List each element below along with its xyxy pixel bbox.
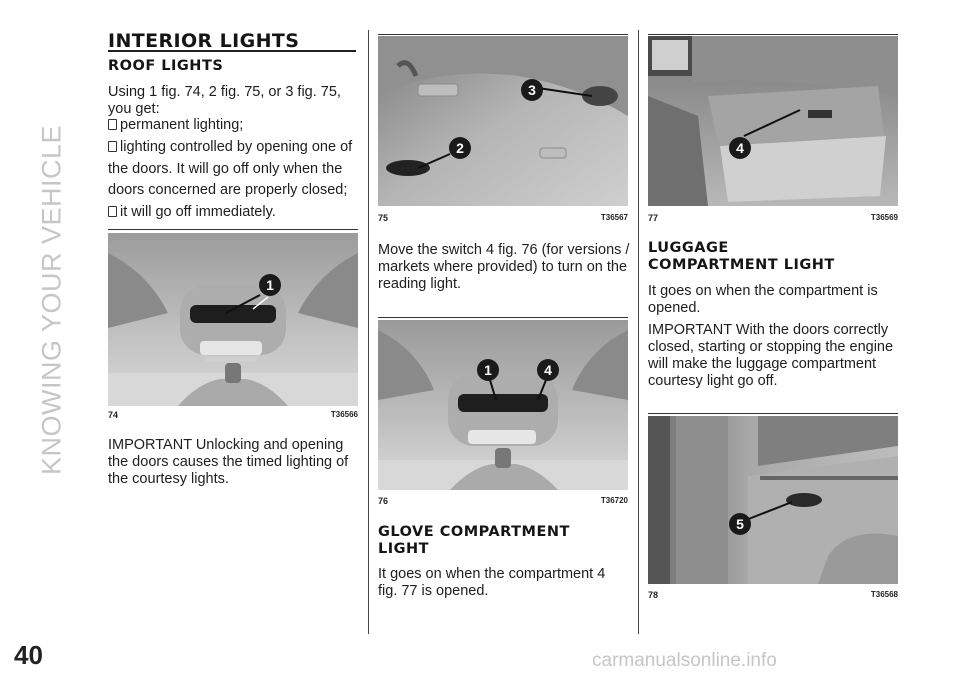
glove-text-line: fig. 77 is opened. — [378, 583, 489, 599]
page-number: 40 — [14, 640, 43, 670]
checkbox-bullet-icon — [108, 206, 117, 217]
callout-4: 4 — [544, 362, 552, 378]
bullet-continuation: the doors. It will go off only when the — [108, 161, 343, 177]
section-title-rule — [108, 50, 356, 52]
figure-top-rule — [378, 34, 628, 35]
roof-intro-line: you get: — [108, 101, 160, 117]
figure-number: 75 — [378, 213, 389, 223]
reading-light-line: reading light. — [378, 276, 462, 292]
figure-top-rule — [108, 229, 358, 230]
roof-lights-title: ROOF LIGHTS — [108, 58, 224, 74]
checkbox-bullet-icon — [108, 119, 117, 130]
callout-2: 2 — [456, 140, 464, 156]
checkbox-bullet-icon — [108, 141, 117, 152]
section-title: INTERIOR LIGHTS — [108, 30, 300, 52]
figure-number: 78 — [648, 590, 659, 600]
glove-title-line: GLOVE COMPARTMENT — [378, 524, 570, 540]
watermark: carmanualsonline.info — [592, 650, 777, 671]
roof-intro-line: Using 1 fig. 74, 2 fig. 75, or 3 fig. 75… — [108, 84, 341, 100]
callout-3: 3 — [528, 82, 536, 98]
figure-code: T36568 — [870, 590, 898, 599]
bullet-item: lighting controlled by opening one of — [108, 137, 352, 158]
figure-77-glove-compartment-photo: 4 — [648, 36, 898, 206]
important-note-line: IMPORTANT Unlocking and opening — [108, 437, 344, 453]
figure-number: 76 — [378, 496, 389, 506]
glove-title-line: LIGHT — [378, 541, 430, 557]
important-note-line: the courtesy lights. — [108, 471, 229, 487]
column-separator — [368, 30, 369, 634]
bullet-continuation: doors concerned are properly closed; — [108, 182, 348, 198]
figure-code: T36567 — [600, 213, 628, 222]
bullet-text: it will go off immediately. — [120, 204, 276, 220]
luggage-title-line: COMPARTMENT LIGHT — [648, 257, 835, 273]
figure-top-rule — [648, 413, 898, 414]
figure-code: T36569 — [870, 213, 898, 222]
callout-4: 4 — [736, 140, 744, 156]
column-separator — [638, 30, 639, 634]
bullet-item: permanent lighting; — [108, 115, 243, 136]
figure-code: T36720 — [600, 496, 628, 505]
figure-top-rule — [648, 34, 898, 35]
important-note-line: the doors causes the timed lighting of — [108, 454, 349, 470]
luggage-important-line: will make the luggage compartment — [648, 356, 877, 372]
section-side-label: KNOWING YOUR VEHICLE — [36, 124, 67, 476]
bullet-item: it will go off immediately. — [108, 202, 276, 223]
callout-5: 5 — [736, 516, 744, 532]
figure-code: T36566 — [330, 410, 358, 419]
bullet-text: permanent lighting; — [120, 117, 244, 133]
figure-number: 77 — [648, 213, 659, 223]
luggage-important-line: IMPORTANT With the doors correctly — [648, 322, 889, 338]
figure-76-reading-light-photo: 1 4 — [378, 320, 628, 490]
luggage-text-line: opened. — [648, 300, 701, 316]
figure-75-headliner-photo: 3 2 — [378, 36, 628, 206]
figure-78-luggage-light-photo: 5 — [648, 416, 898, 584]
figure-74-roof-light-photo: 1 — [108, 233, 358, 406]
luggage-important-line: closed, starting or stopping the engine — [648, 339, 894, 355]
luggage-important-line: courtesy light go off. — [648, 373, 778, 389]
figure-number: 74 — [108, 410, 119, 420]
reading-light-line: Move the switch 4 fig. 76 (for versions … — [378, 242, 630, 258]
luggage-title-line: LUGGAGE — [648, 240, 729, 256]
callout-1: 1 — [266, 277, 274, 293]
figure-top-rule — [378, 317, 628, 318]
glove-text-line: It goes on when the compartment 4 — [378, 566, 606, 582]
luggage-text-line: It goes on when the compartment is — [648, 283, 878, 299]
reading-light-line: markets where provided) to turn on the — [378, 259, 628, 275]
callout-1: 1 — [484, 362, 492, 378]
bullet-text: lighting controlled by opening one of — [120, 139, 353, 155]
